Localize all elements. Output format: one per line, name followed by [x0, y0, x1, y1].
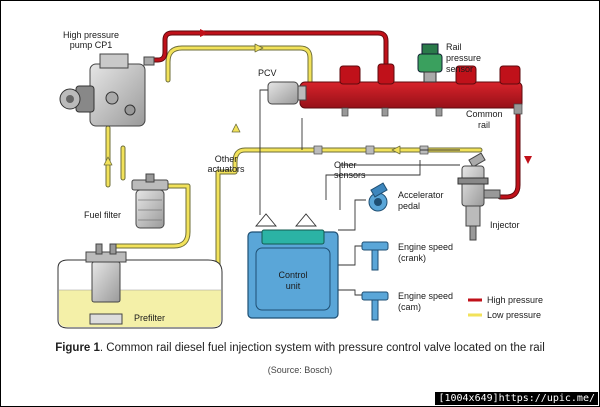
rail-pressure-sensor — [417, 43, 443, 83]
accelerator-pedal — [368, 182, 388, 212]
label-rail-sensor-2: pressure — [446, 53, 481, 63]
label-control-unit-1: Control — [278, 270, 307, 280]
caption-prefix: Figure 1 — [55, 342, 100, 354]
crank-speed-sensor — [361, 241, 389, 271]
legend: High pressure Low pressure — [468, 295, 543, 320]
label-prefilter: Prefilter — [134, 313, 165, 323]
fuel-tank — [57, 243, 223, 329]
legend-low-label: Low pressure — [487, 310, 541, 320]
pcv-valve — [267, 81, 307, 105]
label-common-rail-1: Common — [466, 109, 503, 119]
label-pcv: PCV — [258, 68, 277, 78]
control-unit — [247, 213, 339, 319]
label-accelerator-2: pedal — [398, 201, 420, 211]
figure-source: (Source: Bosch) — [267, 365, 333, 375]
watermark: [1004x649]https://upic.me/ — [435, 392, 598, 405]
low-pressure-lines — [103, 43, 483, 310]
label-pump-1: High pressure — [63, 30, 119, 40]
label-speed-crank-1: Engine speed — [398, 242, 453, 252]
component-labels: High pressure pump CP1 Rail pressure sen… — [63, 30, 520, 323]
label-speed-cam-2: (cam) — [398, 302, 421, 312]
high-pressure-lines — [147, 29, 532, 200]
label-accelerator-1: Accelerator — [398, 190, 444, 200]
label-other-sensors-1: Other — [334, 160, 357, 170]
label-other-actuators-2: actuators — [207, 164, 245, 174]
fuel-system-diagram: High pressure Low pressure High pressure… — [57, 29, 543, 329]
legend-high-label: High pressure — [487, 295, 543, 305]
label-rail-sensor-1: Rail — [446, 42, 462, 52]
label-common-rail-2: rail — [478, 120, 490, 130]
fuel-filter — [131, 173, 169, 229]
cam-speed-sensor — [361, 291, 389, 321]
electrical-lines — [259, 89, 460, 296]
injector — [457, 152, 501, 241]
label-other-actuators-1: Other — [215, 154, 238, 164]
caption-text: . Common rail diesel fuel injection syst… — [99, 342, 545, 354]
label-control-unit-2: unit — [286, 281, 301, 291]
label-injector: Injector — [490, 220, 520, 230]
label-speed-crank-2: (crank) — [398, 253, 426, 263]
label-other-sensors-2: sensors — [334, 170, 366, 180]
label-rail-sensor-3: sensor — [446, 64, 473, 74]
common-rail — [299, 63, 523, 117]
label-pump-2: pump CP1 — [70, 40, 113, 50]
figure-caption: Figure 1. Common rail diesel fuel inject… — [0, 342, 600, 354]
high-pressure-pump — [59, 53, 155, 127]
label-fuel-filter: Fuel filter — [84, 210, 121, 220]
label-speed-cam-1: Engine speed — [398, 291, 453, 301]
